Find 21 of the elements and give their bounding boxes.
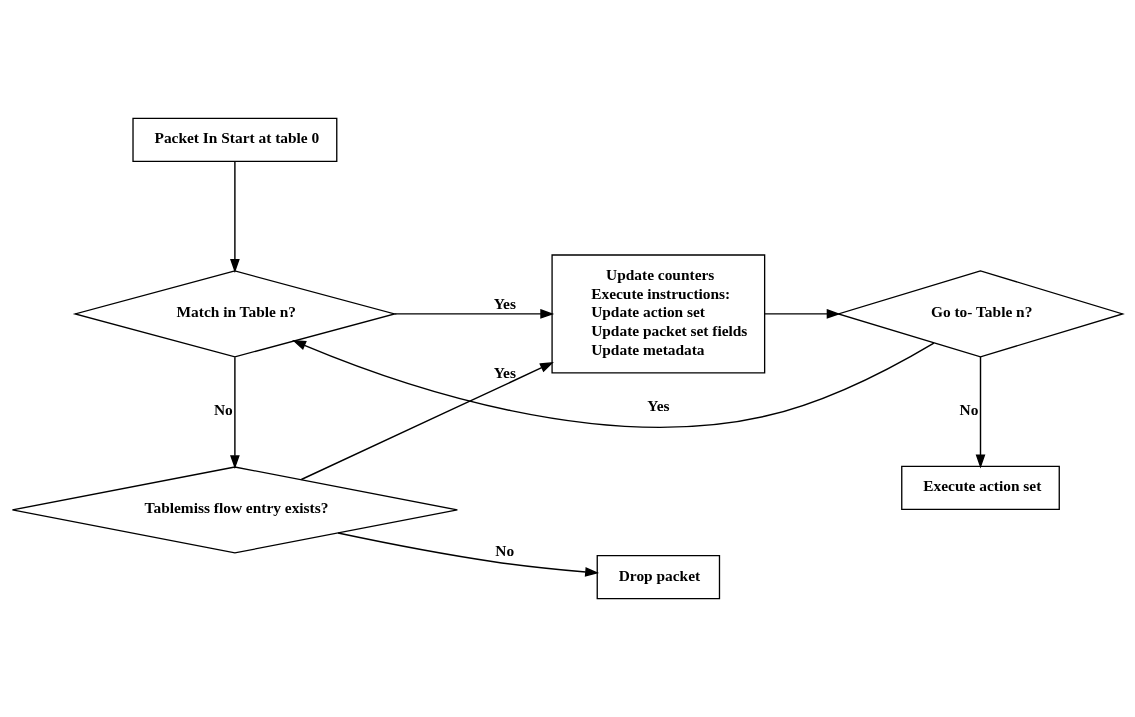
- node-diamond: Tablemiss flow entry exists?: [11, 466, 459, 554]
- arrow: [763, 309, 841, 319]
- arrow: [230, 356, 240, 470]
- edge-label: No: [959, 400, 979, 418]
- node-diamond: Go to- Table n?: [836, 270, 1125, 358]
- edge-label: No: [213, 400, 233, 418]
- edge-label: Yes: [493, 294, 516, 312]
- edge-label: No: [495, 542, 515, 560]
- arrow: [337, 532, 600, 577]
- edge-label: Yes: [647, 397, 670, 415]
- node-box: Drop packet: [596, 555, 721, 600]
- arrow: [292, 340, 935, 428]
- node-box: Update counters Execute instructions: Update action set Update packet set fields Update metadata: [551, 254, 766, 374]
- node-box: Execute action set: [901, 465, 1060, 511]
- arrow: [300, 362, 554, 481]
- arrow: [393, 309, 555, 319]
- edge-label: Yes: [493, 363, 516, 381]
- node-diamond: Match in Table n?: [72, 270, 398, 358]
- node-box: Packet In Start at table 0: [132, 117, 338, 162]
- arrow: [230, 161, 240, 273]
- arrow: [975, 356, 986, 469]
